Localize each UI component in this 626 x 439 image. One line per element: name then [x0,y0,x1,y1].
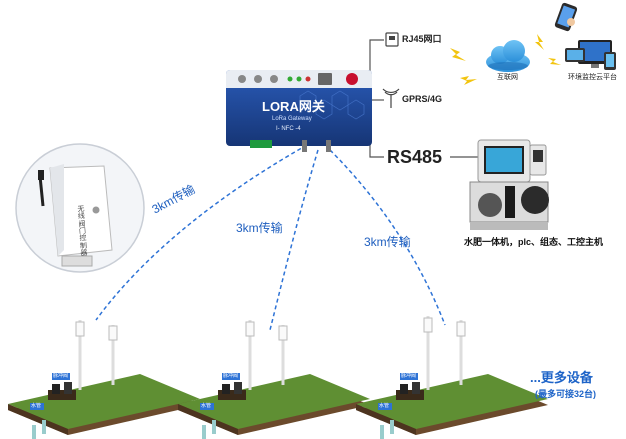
fertigation-controller [469,139,549,230]
valve-controller-device [15,143,145,273]
field-tag-pipe-1: 水管 [31,403,42,409]
more-devices-subtitle: (最多可接32台) [535,389,597,399]
more-devices-title: ...更多设备 [530,370,593,385]
phone-icon [554,2,578,32]
cloud-icon [486,40,530,72]
gateway-title: LORA网关 [262,99,325,114]
lightning-icon [460,76,477,85]
monitor-platform-icon [565,40,616,70]
field-tag-pipe-3: 水管 [379,403,390,409]
lora-link-1 [95,144,308,321]
lightning-icon [450,48,466,61]
antenna-icon [382,88,400,108]
lora-link-3 [329,149,446,326]
platform-label: 环境监控云平台 [568,74,617,81]
controller-caption: 水肥一体机，plc、组态、工控主机 [464,237,604,247]
lightning-icons [450,34,561,85]
link-label-3: 3km传输 [364,235,411,249]
field-tile-3 [356,316,548,439]
field-tag-valve-2: 脉冲阀 [223,373,239,379]
lora-link-2 [269,149,319,331]
field-tag-valve-1: 脉冲阀 [53,373,69,379]
field-tag-valve-3: 脉冲阀 [401,373,417,379]
rs485-label: RS485 [387,147,443,167]
rj45-label: RJ45网口 [402,34,442,44]
field-tiles [8,316,548,439]
lightning-icon [535,34,544,50]
field-tag-pipe-2: 水管 [201,403,212,409]
rj45-icon [385,32,399,47]
gateway-model: I- NFC -4 [276,126,301,132]
lightning-icon [548,58,561,65]
lora-gateway [226,70,372,152]
lora-links [95,144,446,331]
link-label-2: 3km传输 [236,221,283,235]
gateway-subtitle: LoRa Gateway [272,116,312,122]
gateway-body [226,70,372,146]
gprs-label: GPRS/4G [402,94,443,104]
field-tile-1 [8,320,200,439]
cloud-label: 互联网 [497,74,518,81]
field-tile-2 [178,320,370,439]
